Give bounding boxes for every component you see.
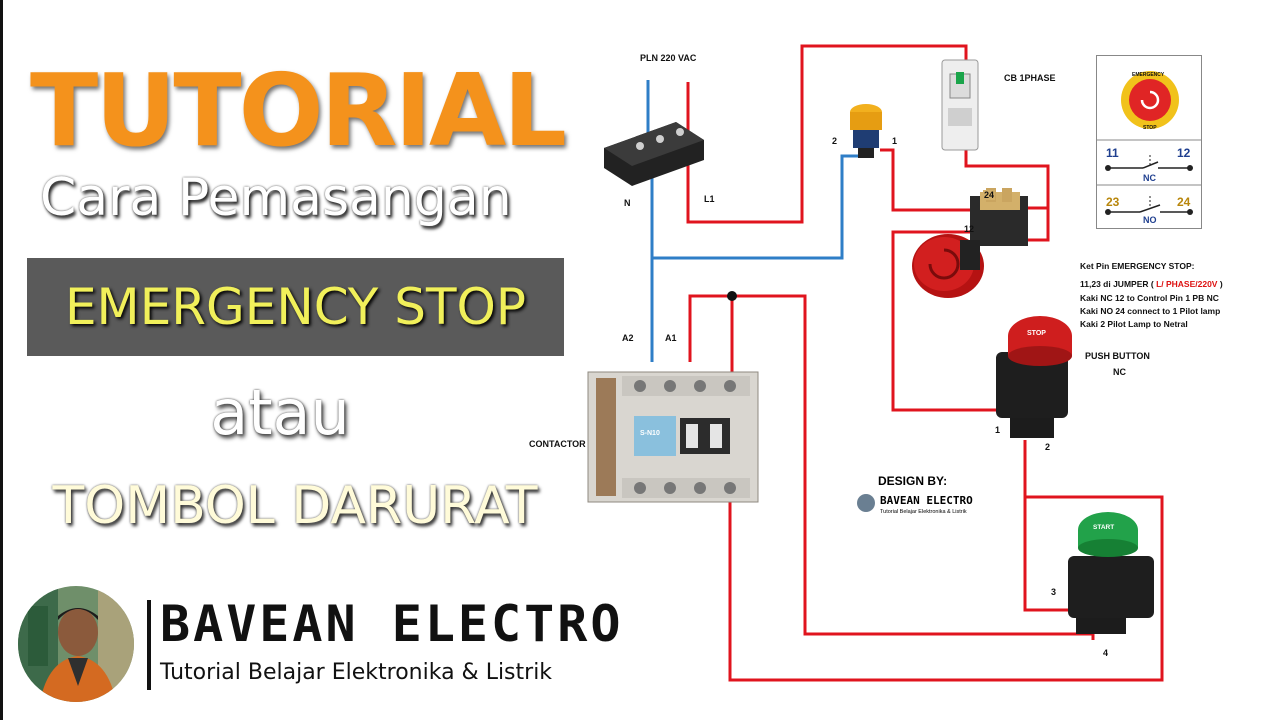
channel-tagline: Tutorial Belajar Elektronika & Listrik [160,660,553,685]
channel-avatar [18,586,134,702]
terminal-block [604,122,704,186]
legend-stop-caption-bottom: STOP [1143,125,1157,131]
notes-line-1: 11,23 di JUMPER ( L/ PHASE/220V ) [1080,279,1223,289]
contactor-model: S-N10 [640,430,660,437]
phase-wires [686,44,1164,682]
notes-line-1-suffix: ) [1217,279,1223,289]
lamp-pin-2: 2 [832,136,838,146]
lamp-pin-1: 1 [892,136,898,146]
legend-pin-23: 23 [1106,195,1120,209]
legend-no: NO [1143,215,1157,225]
estop-pin-12: 12 [964,224,975,234]
small-logo-name: BAVEAN ELECTRO [880,494,973,507]
notes-line-4: Kaki 2 Pilot Lamp to Netral [1080,319,1188,329]
stop-pin-2: 2 [1045,442,1051,452]
start-push-button [1068,512,1154,634]
notes-line-1-highlight: L/ PHASE/220V [1156,279,1218,289]
emergency-stop-button [912,188,1028,298]
wire-lamp1-to-estop24 [880,148,978,212]
notes-line-3: Kaki NO 24 connect to 1 Pilot lamp [1080,306,1221,316]
alt-title: TOMBOL DARURAT [52,476,538,536]
notes-line-1-prefix: 11,23 di JUMPER ( [1080,279,1157,289]
wire-l1-to-cb [686,44,968,224]
brand-divider [147,600,151,690]
circuit-breaker [941,59,979,151]
legend-pin-24: 24 [1177,195,1191,209]
conjunction-text: atau [210,376,350,449]
subtitle: Cara Pemasangan [40,168,512,228]
pilot-lamp [850,104,882,158]
estop-pin-24: 24 [983,190,996,200]
emergency-stop-heading: EMERGENCY STOP [64,278,527,336]
start-button-text: START [1093,524,1115,531]
a1-label: A1 [665,333,677,343]
pln-label: PLN 220 VAC [640,53,697,63]
left-border [0,0,3,720]
legend-pin-11: 11 [1106,146,1119,160]
wire-cb-out [964,148,1050,242]
channel-name: BAVEAN ELECTRO [160,595,624,653]
junction-dot [727,291,737,301]
push-button-label: PUSH BUTTON [1085,351,1150,361]
notes-line-2: Kaki NC 12 to Control Pin 1 PB NC [1080,293,1219,303]
small-logo-icon [857,494,875,512]
contactor-label: CONTACTOR [529,439,586,449]
neutral-label: N [624,198,631,208]
avatar-photo [18,586,134,702]
stop-push-button [996,316,1072,438]
start-pin-3: 3 [1051,587,1057,597]
pin-legend-box [1096,55,1202,229]
highlight-banner [27,258,564,356]
wire-stop2-to-start4 [728,495,1164,682]
legend-nc: NC [1143,173,1156,183]
wire-a1-holding [688,294,1095,640]
tutorial-title: TUTORIAL [30,52,567,169]
wire-stop2-to-start3 [1023,440,1070,612]
wire-estop12-to-stop1 [891,230,1010,412]
push-button-nc: NC [1113,367,1126,377]
a2-label: A2 [622,333,634,343]
stop-button-text: STOP [1027,330,1046,337]
design-by-label: DESIGN BY: [878,474,948,488]
stop-pin-1: 1 [995,425,1001,435]
cb-label: CB 1PHASE [1004,73,1056,83]
start-pin-4: 4 [1103,648,1109,658]
legend-symbols [1097,71,1201,215]
legend-pin-12: 12 [1177,146,1191,160]
small-logo-tagline: Tutorial Belajar Elektronika & Listrik [880,509,967,515]
wire-n-to-lamp2 [652,154,858,260]
contactor [587,371,759,503]
notes-heading: Ket Pin EMERGENCY STOP: [1080,261,1195,271]
legend-stop-caption-top: EMERGENCY [1132,72,1165,78]
l1-label: L1 [704,194,715,204]
